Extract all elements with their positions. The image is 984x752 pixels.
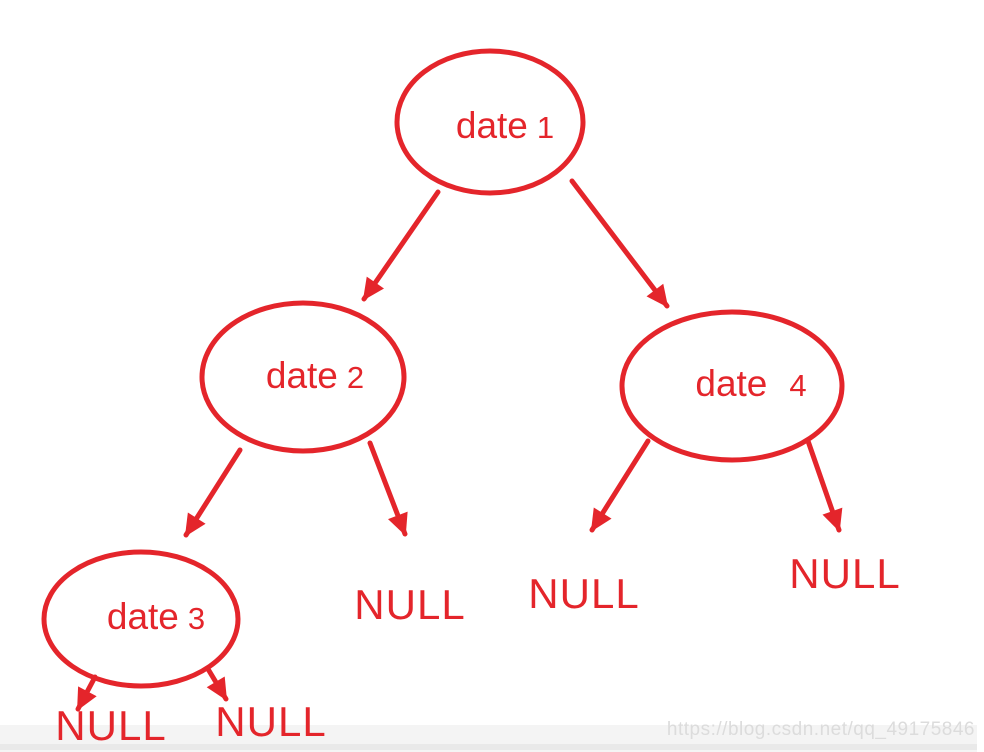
null-label-date4-left: NULL bbox=[528, 570, 640, 617]
edge-date3-null-left bbox=[75, 674, 98, 712]
watermark-band bbox=[0, 725, 977, 752]
node-label-word: date bbox=[265, 355, 338, 396]
node-ellipse-date4 bbox=[619, 309, 845, 463]
node-label-number: 2 bbox=[346, 360, 365, 395]
node-label-word: date bbox=[106, 596, 179, 637]
edge-date1-date2 bbox=[361, 189, 441, 302]
edge-date3-null-right bbox=[205, 666, 229, 702]
edge-date4-null-left bbox=[589, 438, 651, 533]
edge-date1-date4 bbox=[569, 178, 670, 309]
watermark-band-strip bbox=[0, 744, 977, 750]
node-ellipse-date1 bbox=[394, 48, 586, 196]
node-ellipse-date3 bbox=[41, 549, 241, 689]
edge-date2-null bbox=[367, 440, 408, 537]
edge-date2-date3 bbox=[183, 447, 243, 538]
node-label-word: date bbox=[695, 363, 768, 404]
edge-date4-null-right bbox=[805, 438, 843, 533]
watermark-url: https://blog.csdn.net/qq_49175846 bbox=[666, 719, 975, 740]
null-label-date2-right: NULL bbox=[354, 581, 466, 628]
node-ellipse-date2 bbox=[199, 300, 407, 454]
node-label-date4: date 4 bbox=[695, 363, 806, 405]
node-label-word: date bbox=[455, 105, 528, 146]
null-label-date3-left: NULL bbox=[55, 702, 167, 749]
null-label-date3-right: NULL bbox=[215, 698, 327, 745]
node-label-number: 3 bbox=[187, 601, 206, 636]
node-label-number: 1 bbox=[536, 110, 555, 145]
node-label-number: 4 bbox=[789, 368, 807, 403]
null-label-date4-right: NULL bbox=[789, 550, 901, 597]
